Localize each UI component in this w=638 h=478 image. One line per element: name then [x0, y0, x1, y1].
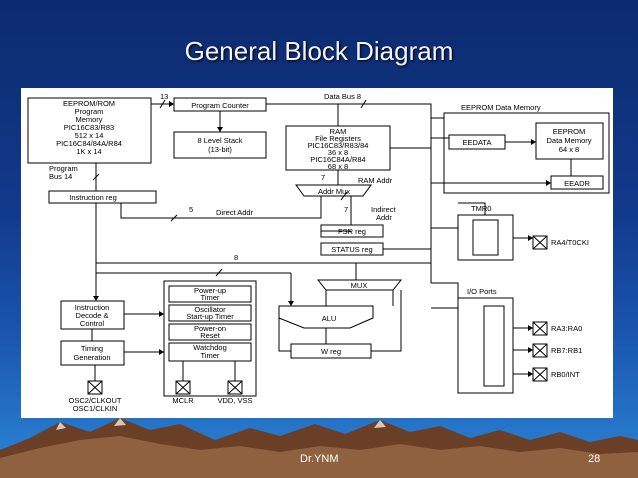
instruction-reg-block: [48, 190, 157, 204]
stack-label-0: 8 Level Stack: [197, 136, 242, 145]
oscillator-timer-label-1: Start-up Timer: [186, 312, 234, 321]
timing-generation-label-1: Generation: [73, 353, 110, 362]
instruction-decode-label-2: Control: [80, 319, 105, 328]
rb-pin-label: RB7:RB1: [551, 346, 582, 355]
eeprom-block-label-1: Data Memory: [546, 136, 591, 145]
ram-label-1: File Registers: [315, 134, 361, 143]
slide-title: General Block Diagram: [184, 36, 454, 66]
data-bus-label: Data Bus 8: [324, 92, 361, 101]
ram-label-3: 36 x 8: [328, 148, 348, 157]
ram-label-0: RAM: [330, 127, 347, 136]
eeprom-rom-label-3: PIC16C83/R83: [64, 123, 114, 132]
bus-slashes: [92, 99, 367, 277]
instruction-decode-label-0: Instruction: [75, 303, 110, 312]
power-pins-label: VDD, VSS: [217, 396, 252, 405]
power-block-frame: [163, 280, 257, 397]
direct-width: 5: [189, 205, 193, 214]
eedata-label: EEDATA: [463, 138, 492, 147]
bus8-width: 8: [234, 253, 238, 262]
ram-addr-width: 7: [321, 173, 325, 182]
eeprom-block-label-0: EEPROM: [553, 127, 586, 136]
eeadr-label: EEADR: [564, 179, 590, 188]
alu-label: ALU: [322, 314, 337, 323]
io-ports-inner: [483, 305, 505, 387]
w-reg-label: W reg: [321, 347, 341, 356]
block-diagram: EEPROM/ROM Program Memory PIC16C83/R83 5…: [27, 92, 610, 413]
instruction-decode-label-1: Decode &: [76, 311, 109, 320]
block-diagram-panel: EEPROM/ROM Program Memory PIC16C83/R83 5…: [21, 88, 613, 418]
eeprom-data-memory-label: EEPROM Data Memory: [461, 103, 541, 112]
eeprom-rom-label-0: EEPROM/ROM: [63, 99, 115, 108]
powerup-timer-label-1: Timer: [201, 293, 220, 302]
watchdog-timer-label-1: Timer: [201, 351, 220, 360]
eeprom-data-memory-frame: [443, 112, 610, 194]
rb0-pin-label: RB0/INT: [551, 370, 580, 379]
pc-bus-width: 13: [160, 92, 168, 101]
instruction-reg-label: Instruction reg: [69, 193, 117, 202]
ram-label-2: PIC16C83/R83/84: [308, 141, 369, 150]
program-bus-label-1: Bus 14: [49, 172, 72, 181]
eeprom-rom-label-1: Program: [75, 107, 104, 116]
indirect-addr-label-1: Addr: [376, 213, 392, 222]
indirect-addr-label-0: Indirect: [371, 205, 397, 214]
connection-lines: [91, 103, 572, 381]
eeprom-rom-label-4: 512 x 14: [75, 131, 104, 140]
eeprom-rom-label-6: 1K x 14: [76, 147, 101, 156]
program-bus-label-0: Program: [49, 164, 78, 173]
osc-pin-label-0: OSC2/CLKOUT: [69, 396, 122, 405]
powerup-timer-label-0: Power-up: [194, 286, 226, 295]
direct-addr-label: Direct Addr: [216, 208, 254, 217]
addr-mux-label: Addr Mux: [318, 187, 350, 196]
osc-pin-label-1: OSC1/CLKIN: [73, 404, 118, 413]
ram-label-5: 68 x 8: [328, 162, 348, 171]
osc-pin-box: [87, 380, 103, 395]
arrow-heads: [93, 101, 551, 377]
poweron-reset-block: [168, 323, 252, 341]
io-ports-label: I/O Ports: [467, 287, 497, 296]
eeprom-rom-label-5: PIC16C84/84A/R84: [56, 139, 122, 148]
stack-label-1: (13-bit): [208, 145, 232, 154]
status-reg-label: STATUS reg: [331, 245, 372, 254]
timing-generation-label-0: Timing: [81, 344, 103, 353]
eeprom-rom-label-2: Memory: [75, 115, 102, 124]
rb0-pin-box: [532, 367, 548, 382]
eeprom-data-block: [535, 122, 604, 160]
rb-pin-box: [532, 343, 548, 358]
ra-pin-box: [532, 321, 548, 336]
power-pin-box: [227, 380, 243, 395]
mclr-pin-box: [175, 380, 191, 395]
mux-label: MUX: [351, 281, 368, 290]
watchdog-timer-label-0: Watchdog: [193, 343, 227, 352]
footer-author: Dr.YNM: [300, 453, 339, 465]
footer-page-number: 28: [588, 453, 601, 465]
powerup-timer-block: [168, 285, 252, 303]
eeprom-rom-block: [27, 97, 152, 164]
fsr-reg-label: FSR reg: [338, 227, 366, 236]
oscillator-timer-block: [168, 304, 252, 322]
ra4-pin-box: [532, 235, 548, 250]
watchdog-timer-block: [168, 342, 252, 362]
program-counter-label: Program Counter: [191, 101, 249, 110]
ra4-pin-label: RA4/T0CKI: [551, 238, 589, 247]
tmr0-frame: [457, 214, 514, 261]
tmr0-inner: [472, 219, 499, 256]
poweron-reset-label-0: Power-on: [194, 324, 226, 333]
addr-mux-shape: [295, 184, 372, 197]
ram-addr-label: RAM Addr: [358, 176, 393, 185]
tmr0-label: TMR0: [471, 204, 491, 213]
ram-label-4: PIC16C84A/R84: [310, 155, 365, 164]
mclr-pin-label: MCLR: [172, 396, 194, 405]
eeprom-block-label-2: 64 x 8: [559, 145, 579, 154]
mountain-decoration: [0, 418, 638, 478]
ra-pin-label: RA3:RA0: [551, 324, 582, 333]
poweron-reset-label-1: Reset: [200, 331, 221, 340]
oscillator-timer-label-0: Oscillator: [194, 305, 226, 314]
io-ports-frame: [457, 297, 514, 394]
indirect-width: 7: [344, 205, 348, 214]
